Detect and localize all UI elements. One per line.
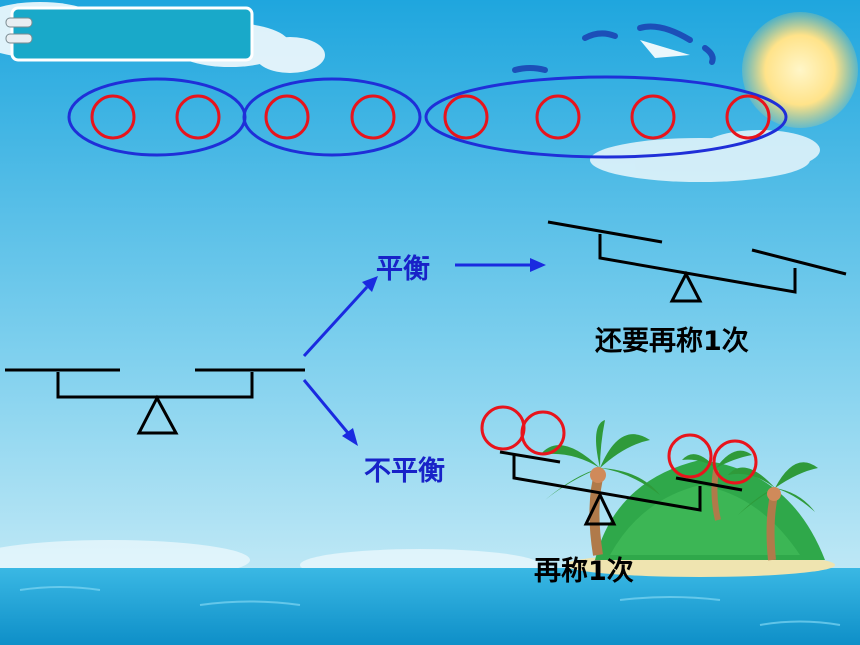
ball	[350, 94, 396, 140]
ball-row	[90, 94, 771, 140]
sea	[0, 568, 860, 645]
balance-scale-balanced	[547, 220, 847, 303]
scale-balls	[480, 405, 758, 485]
arrow-balanced-right	[455, 258, 546, 272]
ball	[667, 433, 713, 479]
label-weigh-once-more: 还要再称1次	[595, 326, 749, 357]
ball	[175, 94, 221, 140]
title-box	[5, 6, 254, 62]
balance-scale-unbalanced	[499, 450, 743, 526]
bird-swoosh	[512, 23, 716, 73]
label-weigh-again: 再称1次	[534, 556, 634, 587]
ball	[90, 94, 136, 140]
sea-waves	[19, 586, 841, 626]
group-c-ellipse	[424, 75, 788, 159]
sun	[742, 12, 858, 128]
ball	[712, 439, 758, 485]
arrow-to-balanced	[302, 276, 378, 358]
group-b-ellipse	[242, 77, 422, 157]
ball	[630, 94, 676, 140]
ball	[443, 94, 489, 140]
palm-tree-middle	[682, 450, 752, 521]
ball	[725, 94, 771, 140]
balance-scale-main	[5, 368, 305, 435]
ball	[264, 94, 310, 140]
group-ellipses	[67, 75, 788, 159]
arrow-to-unbalanced	[302, 379, 358, 446]
label-balanced: 平衡	[376, 254, 430, 285]
label-unbalanced: 不平衡	[364, 456, 445, 487]
ball	[520, 410, 566, 456]
ball	[535, 94, 581, 140]
seagull-icon	[640, 40, 690, 58]
cloud-right	[590, 130, 820, 182]
palm-tree-right	[728, 462, 818, 561]
